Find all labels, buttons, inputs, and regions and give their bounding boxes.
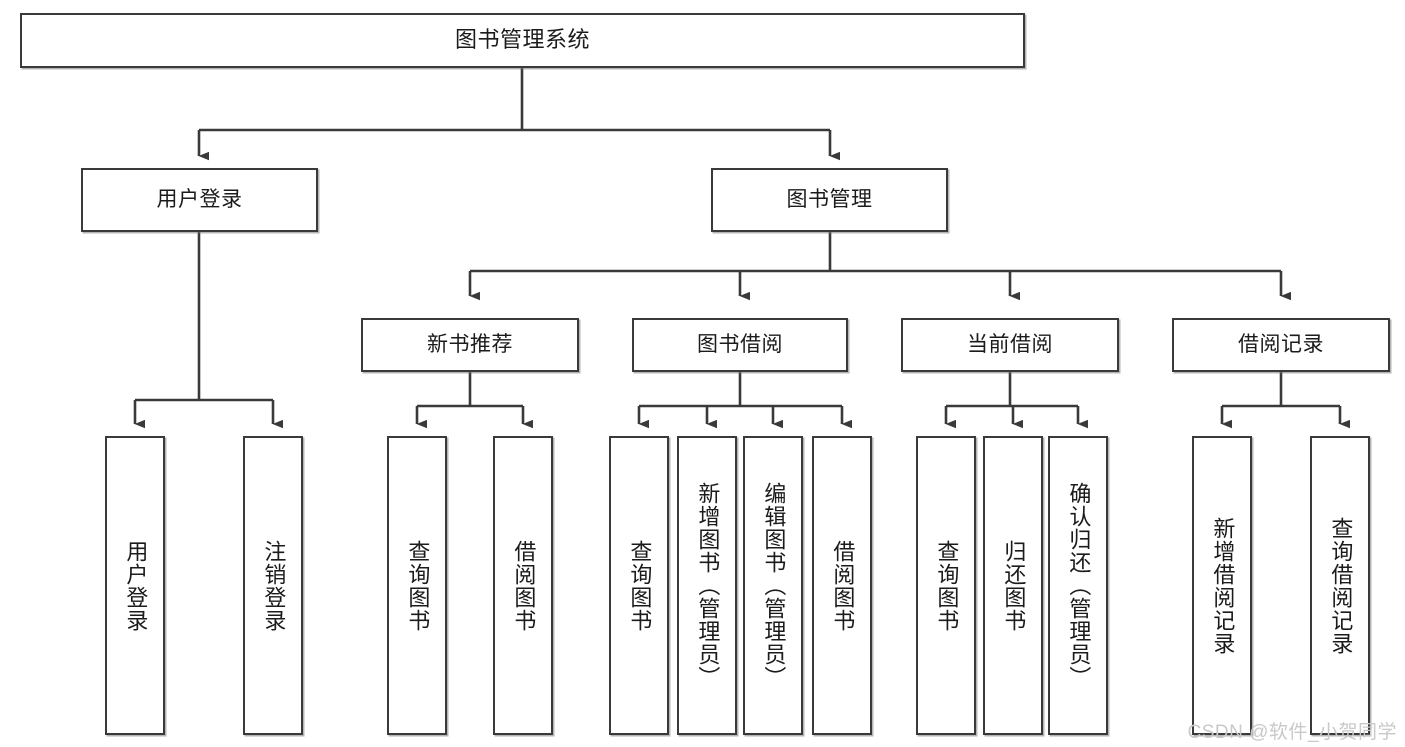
node-user-login[interactable]: 用户登录: [81, 168, 318, 232]
leaf-label: 查询图书: [627, 539, 653, 632]
node-user-login-label: 用户登录: [156, 188, 243, 212]
leaf-current-borrow-return[interactable]: 归还图书: [983, 436, 1043, 735]
leaf-book-borrow-edit[interactable]: 编辑图书（管理员）: [743, 436, 803, 735]
node-current-borrow[interactable]: 当前借阅: [901, 318, 1119, 372]
leaf-label: 新增图书（管理员）: [695, 482, 721, 689]
leaf-current-borrow-query[interactable]: 查询图书: [916, 436, 976, 735]
leaf-label: 归还图书: [1001, 539, 1027, 632]
leaf-book-borrow-borrow[interactable]: 借阅图书: [812, 436, 872, 735]
leaf-user-login-login[interactable]: 用户登录: [105, 436, 165, 735]
node-new-book-recommend-label: 新书推荐: [427, 333, 513, 357]
leaf-new-book-borrow[interactable]: 借阅图书: [493, 436, 553, 735]
node-book-borrow-label: 图书借阅: [697, 333, 783, 357]
leaf-label: 注销登录: [261, 539, 287, 632]
leaf-borrow-record-add[interactable]: 新增借阅记录: [1192, 436, 1252, 735]
leaf-current-borrow-confirm-return[interactable]: 确认归还（管理员）: [1048, 436, 1108, 735]
leaf-book-borrow-query[interactable]: 查询图书: [609, 436, 669, 735]
node-root[interactable]: 图书管理系统: [20, 13, 1025, 68]
node-current-borrow-label: 当前借阅: [967, 333, 1053, 357]
node-new-book-recommend[interactable]: 新书推荐: [361, 318, 579, 372]
leaf-label: 确认归还（管理员）: [1066, 482, 1092, 689]
leaf-label: 编辑图书（管理员）: [761, 482, 787, 689]
leaf-label: 查询图书: [405, 539, 431, 632]
leaf-borrow-record-query[interactable]: 查询借阅记录: [1310, 436, 1370, 735]
node-book-borrow[interactable]: 图书借阅: [632, 318, 848, 372]
node-book-management-label: 图书管理: [786, 188, 873, 212]
leaf-label: 查询借阅记录: [1328, 516, 1354, 655]
leaf-label: 查询图书: [934, 539, 960, 632]
node-borrow-record[interactable]: 借阅记录: [1172, 318, 1390, 372]
leaf-label: 借阅图书: [830, 539, 856, 632]
leaf-user-login-logout[interactable]: 注销登录: [243, 436, 303, 735]
leaf-new-book-query[interactable]: 查询图书: [387, 436, 447, 735]
leaf-book-borrow-add[interactable]: 新增图书（管理员）: [677, 436, 737, 735]
leaf-label: 新增借阅记录: [1210, 516, 1236, 655]
node-root-label: 图书管理系统: [454, 27, 590, 53]
node-borrow-record-label: 借阅记录: [1238, 333, 1324, 357]
leaf-label: 用户登录: [123, 539, 149, 632]
leaf-label: 借阅图书: [511, 539, 537, 632]
node-book-management[interactable]: 图书管理: [711, 168, 948, 232]
